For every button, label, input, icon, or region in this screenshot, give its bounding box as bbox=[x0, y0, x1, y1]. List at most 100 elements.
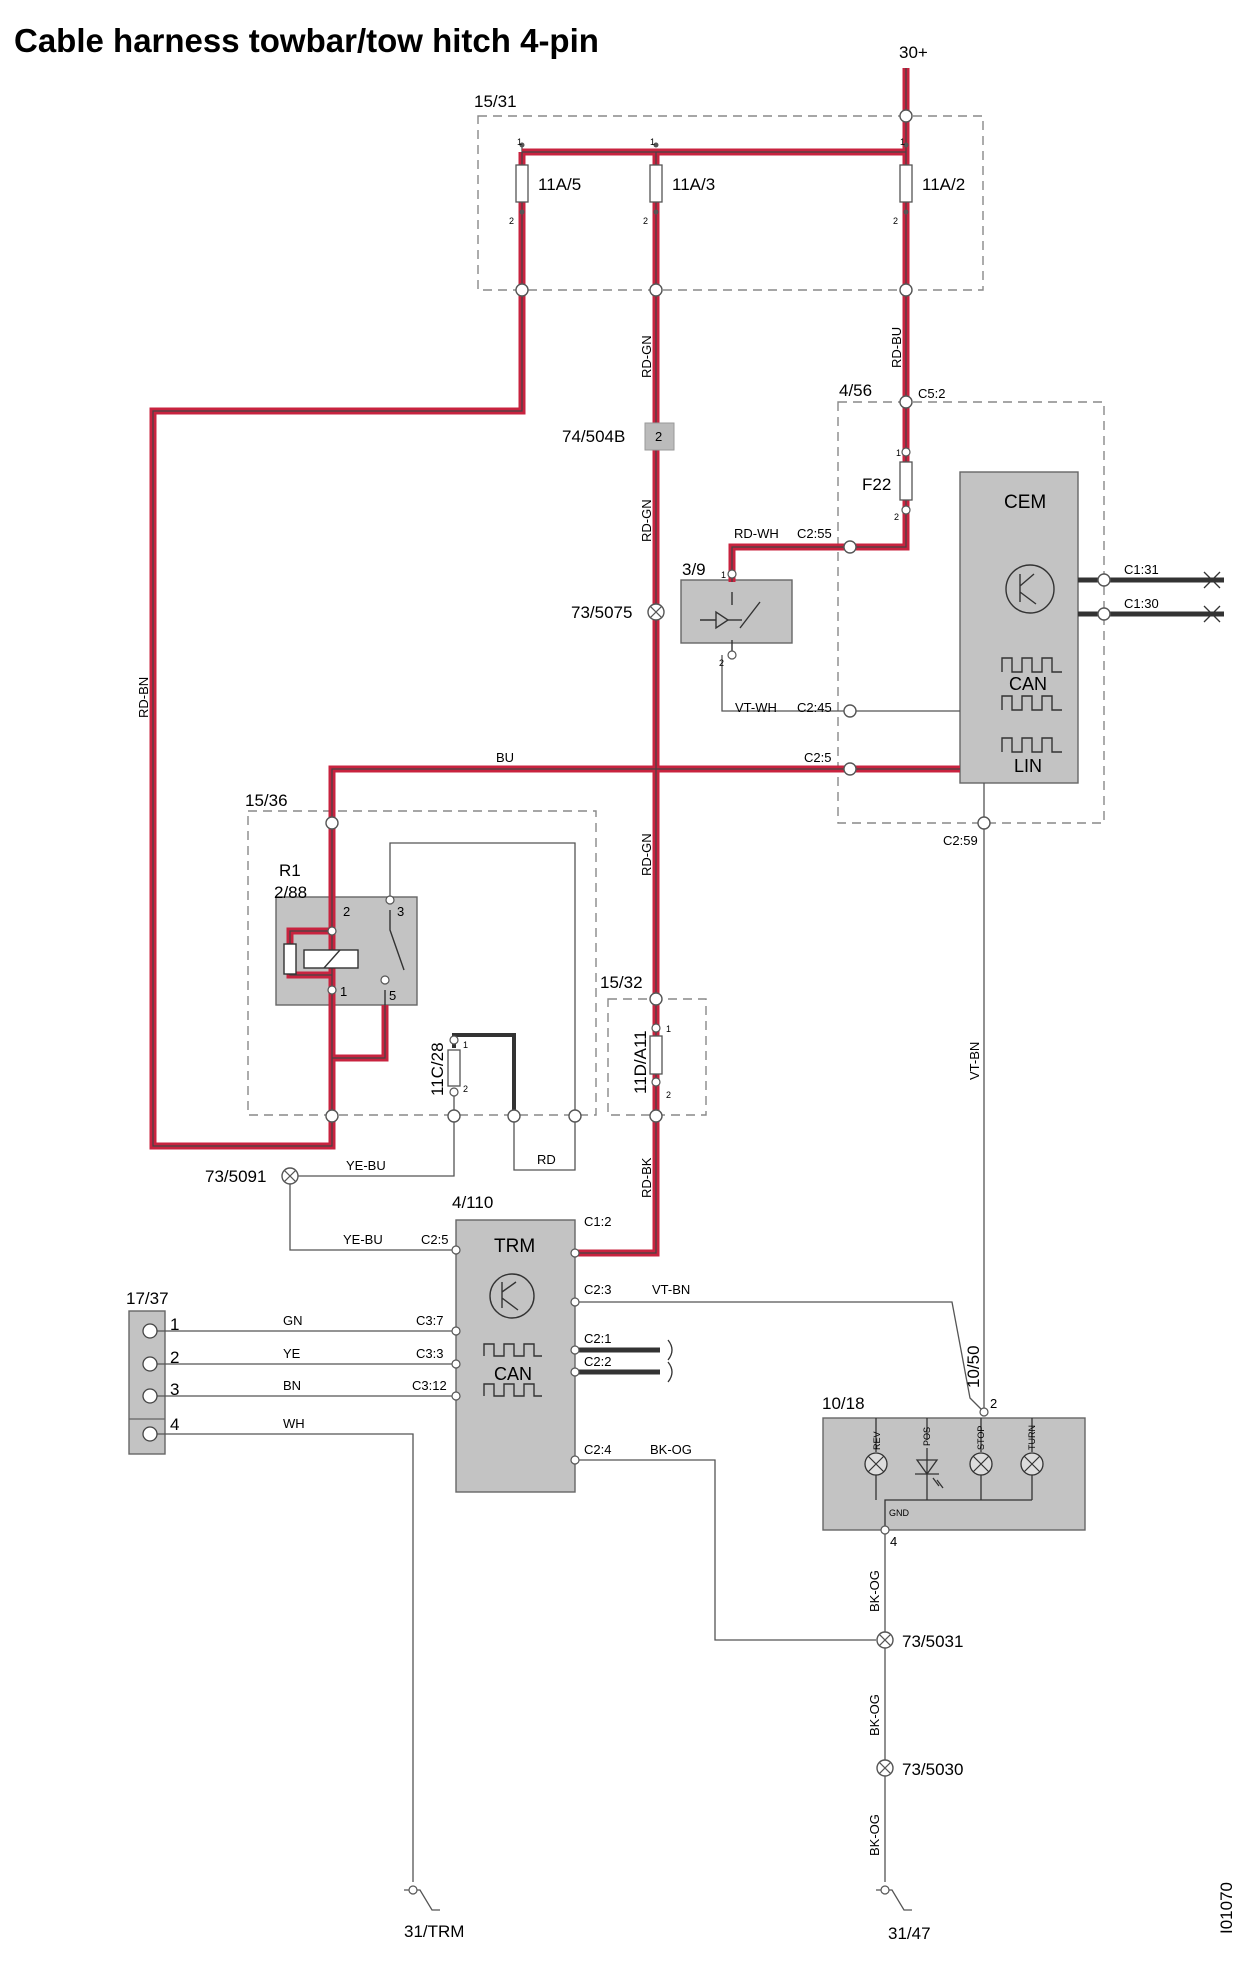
diagram-title: Cable harness towbar/tow hitch 4-pin bbox=[14, 22, 599, 59]
wire-rd-gn-label-2: RD-GN bbox=[639, 499, 654, 542]
power-30-label: 30+ bbox=[899, 43, 928, 62]
relay-r1-label: R1 bbox=[279, 861, 301, 880]
wire-bk-og-label-2: BK-OG bbox=[867, 1694, 882, 1736]
relay-pin-3: 3 bbox=[397, 904, 404, 919]
wire-ye-bu-label-2: YE-BU bbox=[343, 1232, 383, 1247]
fuse-11a2-symbol bbox=[899, 164, 913, 203]
wire-rd-wh-label: RD-WH bbox=[734, 526, 779, 541]
fuse-11a5-pin-top: 1 bbox=[517, 137, 522, 147]
fuse-11a5-symbol bbox=[515, 164, 529, 203]
fuse-11a3-label: 11A/3 bbox=[672, 175, 715, 194]
trm-title: TRM bbox=[494, 1236, 535, 1257]
cem-module bbox=[959, 471, 1079, 784]
splice-73-5031-label: 73/5031 bbox=[902, 1632, 963, 1651]
fuse-11a3-pin-top: 1 bbox=[650, 137, 655, 147]
fuse-11a2-pin-top: 1 bbox=[900, 137, 905, 147]
fuse-11a2-pin-bottom: 2 bbox=[893, 216, 898, 226]
cem-box-label: 4/56 bbox=[839, 381, 872, 400]
cem-transistor-icon bbox=[1005, 564, 1055, 614]
fuse-11d-a11-pin-bottom: 2 bbox=[666, 1090, 671, 1100]
fuse-11a3-pin-bottom: 2 bbox=[643, 216, 648, 226]
wire-vt-wh-label: VT-WH bbox=[735, 700, 777, 715]
trm-pin-c2-4: C2:4 bbox=[584, 1442, 611, 1457]
trm-pin-c2-1: C2:1 bbox=[584, 1331, 611, 1346]
fuse-11a3-symbol bbox=[649, 164, 663, 203]
wire-rd-bk-label: RD-BK bbox=[639, 1157, 654, 1198]
trm-can-wave-icon bbox=[483, 1343, 542, 1357]
connector-74-504b-pin: 2 bbox=[655, 429, 662, 444]
trm-pin-c1-2: C1:2 bbox=[584, 1214, 611, 1229]
cem-title: CEM bbox=[1004, 492, 1046, 513]
lamp-rev-label: REV bbox=[872, 1431, 882, 1450]
socket-pin-2 bbox=[142, 1356, 158, 1372]
fuse-11d-a11-label: 11D/A11 bbox=[631, 1030, 650, 1094]
cem-pin-c2-55: C2:55 bbox=[797, 526, 832, 541]
splice-73-5031 bbox=[876, 1631, 894, 1649]
switch-3-9-body bbox=[680, 579, 793, 644]
trm-can-label: CAN bbox=[494, 1364, 532, 1384]
cem-lin-label: LIN bbox=[1014, 756, 1042, 776]
fuse-f22-pin-bottom: 2 bbox=[894, 512, 899, 522]
socket-pin-3 bbox=[142, 1388, 158, 1404]
fuse-11c28-symbol bbox=[447, 1049, 461, 1087]
splice-73-5030-label: 73/5030 bbox=[902, 1760, 963, 1779]
lamp-gnd-pin: 4 bbox=[890, 1534, 897, 1549]
fuse-11c28-pin-bottom: 2 bbox=[463, 1084, 468, 1094]
trm-box-label: 4/110 bbox=[452, 1193, 493, 1212]
lamp-connector-pin: 2 bbox=[990, 1396, 997, 1411]
switch-3-9-pin-bottom: 2 bbox=[719, 658, 724, 668]
splice-73-5091-label: 73/5091 bbox=[205, 1167, 266, 1186]
socket-17-37-label: 17/37 bbox=[126, 1289, 169, 1308]
wire-rd-label: RD bbox=[537, 1152, 556, 1167]
wire-bk-og-label-3: BK-OG bbox=[867, 1814, 882, 1856]
switch-3-9-label: 3/9 bbox=[682, 560, 706, 579]
relay-pin-1: 1 bbox=[340, 984, 347, 999]
wire-ye-bu-label-1: YE-BU bbox=[346, 1158, 386, 1173]
relay-r1-icon bbox=[283, 910, 405, 1005]
cem-lin-wave-icon bbox=[1001, 737, 1062, 753]
ground-31-47-label: 31/47 bbox=[888, 1924, 931, 1943]
wire-bk-og-label-horizontal: BK-OG bbox=[650, 1442, 692, 1457]
fuse-11c28-label: 11C/28 bbox=[428, 1042, 447, 1096]
lamp-unit-label: 10/18 bbox=[822, 1394, 865, 1413]
wire-bn-label: BN bbox=[283, 1378, 301, 1393]
lamp-stop-label: STOP bbox=[976, 1426, 986, 1450]
wire-rd-bu-label: RD-BU bbox=[889, 327, 904, 368]
socket-pin-3-label: 3 bbox=[170, 1380, 179, 1399]
socket-pin-4 bbox=[142, 1426, 158, 1442]
trm-pin-c3-7: C3:7 bbox=[416, 1313, 443, 1328]
wire-rd-bn-label: RD-BN bbox=[136, 677, 151, 718]
fuse-box-15-31-outline bbox=[477, 115, 984, 291]
fuse-11a5-pin-bottom: 2 bbox=[509, 216, 514, 226]
cem-can-label: CAN bbox=[1009, 674, 1047, 694]
trm-pin-c2-3: C2:3 bbox=[584, 1282, 611, 1297]
cem-pin-c2-45: C2:45 bbox=[797, 700, 832, 715]
cem-pin-c1-31: C1:31 bbox=[1124, 562, 1159, 577]
relay-box-15-36-label: 15/36 bbox=[245, 791, 288, 810]
wire-rd-gn-label-1: RD-GN bbox=[639, 335, 654, 378]
lamp-gnd-label: GND bbox=[889, 1508, 910, 1518]
cem-box-outline bbox=[837, 401, 1105, 824]
wire-ye-label: YE bbox=[283, 1346, 301, 1361]
trm-pin-c2-5: C2:5 bbox=[421, 1232, 448, 1247]
socket-pin-1 bbox=[142, 1323, 158, 1339]
splice-73-5075 bbox=[647, 603, 665, 621]
trm-pin-c3-3: C3:3 bbox=[416, 1346, 443, 1361]
socket-pin-1-label: 1 bbox=[170, 1315, 179, 1334]
relay-r1-body bbox=[275, 896, 418, 1006]
socket-pin-2-label: 2 bbox=[170, 1348, 179, 1367]
wire-rd-gn-label-3: RD-GN bbox=[639, 833, 654, 876]
socket-pin-4-label: 4 bbox=[170, 1415, 179, 1434]
relay-pin-5: 5 bbox=[389, 988, 396, 1003]
wire-vt-bn-label-horizontal: VT-BN bbox=[652, 1282, 690, 1297]
fuse-box-15-32-label: 15/32 bbox=[600, 973, 643, 992]
fuse-11a5-label: 11A/5 bbox=[538, 175, 581, 194]
fuse-11d-a11-symbol bbox=[649, 1035, 663, 1075]
lamp-pos-label: POS bbox=[922, 1427, 932, 1446]
lamp-pos-led-icon bbox=[915, 1459, 944, 1489]
trm-pin-c2-2: C2:2 bbox=[584, 1354, 611, 1369]
wire-gn-label: GN bbox=[283, 1313, 303, 1328]
fuse-f22-pin-top: 1 bbox=[896, 448, 901, 458]
connector-74-504b bbox=[644, 422, 675, 451]
fuse-11d-a11-pin-top: 1 bbox=[666, 1024, 671, 1034]
